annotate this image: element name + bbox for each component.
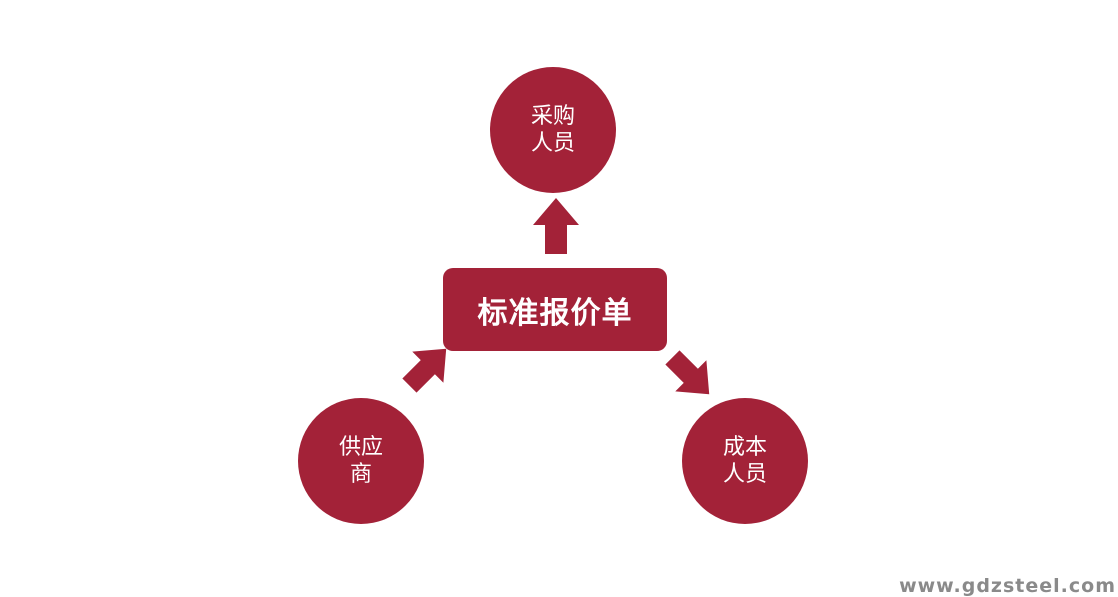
node-label-line: 人员 (530, 131, 575, 156)
arrow-down-left-icon (402, 348, 447, 393)
arrow-up-icon (533, 198, 579, 254)
node-label-line: 商 (349, 462, 372, 487)
node-label-line: 人员 (722, 462, 767, 487)
center-label: 标准报价单 (477, 295, 633, 331)
node-label-line: 供应 (338, 435, 383, 460)
node-label-line: 采购 (530, 104, 575, 129)
node-cost-staff: 成本 人员 (682, 398, 808, 524)
node-label-line: 成本 (722, 435, 767, 460)
standard-quotation-box: 标准报价单 (443, 268, 667, 351)
watermark: www.gdzsteel.com (899, 575, 1116, 597)
arrow-down-right-icon (665, 350, 710, 395)
node-procurement-staff: 采购 人员 (490, 67, 616, 193)
node-supplier: 供应 商 (298, 398, 424, 524)
